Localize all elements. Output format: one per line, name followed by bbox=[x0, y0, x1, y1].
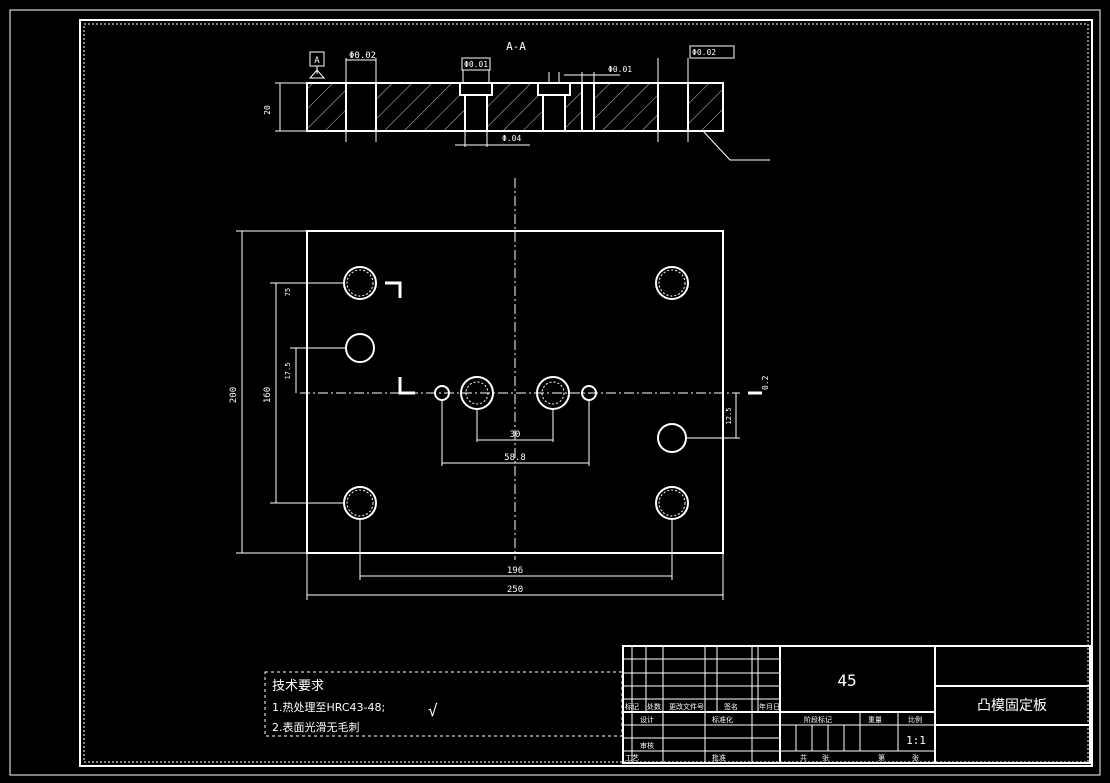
plan-view: 0.2 bbox=[229, 178, 770, 600]
svg-text:年月日: 年月日 bbox=[759, 702, 780, 711]
section-holes bbox=[345, 82, 689, 132]
section-callouts: Φ0.02 Φ0.01 Φ0.01 Φ0.02 Φ.04 20 bbox=[263, 45, 735, 146]
svg-text:Φ0.02: Φ0.02 bbox=[692, 48, 716, 57]
plan-plate bbox=[306, 230, 724, 554]
plan-dimensions bbox=[236, 230, 740, 600]
svg-text:30: 30 bbox=[510, 430, 521, 440]
svg-text:Φ0.01: Φ0.01 bbox=[464, 60, 488, 69]
svg-text:处数: 处数 bbox=[647, 702, 661, 711]
part-name: 凸模固定板 bbox=[977, 698, 1047, 714]
svg-text:200: 200 bbox=[229, 387, 239, 403]
svg-text:批准: 批准 bbox=[712, 753, 726, 762]
svg-text:A: A bbox=[314, 56, 320, 66]
title-block-text: 45 凸模固定板 1:1 标记 处数 更改文件号 签名 年月日 设计 标准化 审… bbox=[625, 671, 1047, 762]
scale-value: 1:1 bbox=[906, 734, 926, 747]
svg-text:更改文件号: 更改文件号 bbox=[669, 702, 704, 711]
svg-text:0.2: 0.2 bbox=[761, 375, 770, 390]
svg-text:20: 20 bbox=[263, 105, 272, 115]
svg-text:签名: 签名 bbox=[724, 702, 738, 711]
svg-text:Φ.04: Φ.04 bbox=[502, 134, 521, 143]
svg-text:重量: 重量 bbox=[868, 716, 882, 724]
tech-req-item-2: 2.表面光滑无毛刺 bbox=[272, 720, 360, 734]
material-value: 45 bbox=[837, 671, 856, 690]
svg-text:Φ0.02: Φ0.02 bbox=[349, 51, 376, 61]
svg-text:75: 75 bbox=[284, 288, 292, 296]
tech-req-item-1: 1.热处理至HRC43-48; bbox=[272, 701, 385, 714]
plan-dimension-text: 200 160 75 17.5 12.5 30 58.8 196 250 bbox=[229, 288, 733, 595]
datum-a: A bbox=[308, 51, 326, 79]
svg-text:张: 张 bbox=[912, 753, 919, 762]
svg-text:标准化: 标准化 bbox=[712, 715, 733, 724]
svg-text:58.8: 58.8 bbox=[504, 453, 526, 463]
surface-finish-symbol: √ bbox=[428, 701, 438, 720]
svg-text:12.5: 12.5 bbox=[725, 408, 733, 425]
svg-text:第: 第 bbox=[878, 753, 885, 762]
svg-text:共: 共 bbox=[800, 753, 807, 762]
tech-req-heading: 技术要求 bbox=[272, 679, 324, 694]
svg-text:196: 196 bbox=[507, 566, 523, 576]
title-block bbox=[622, 645, 1091, 764]
svg-text:阶段标记: 阶段标记 bbox=[804, 715, 832, 724]
svg-text:标记: 标记 bbox=[625, 702, 639, 711]
svg-text:工艺: 工艺 bbox=[625, 754, 639, 762]
section-cut-markers bbox=[385, 281, 762, 395]
svg-text:张: 张 bbox=[822, 753, 829, 762]
svg-text:比例: 比例 bbox=[908, 715, 922, 724]
svg-text:160: 160 bbox=[263, 387, 273, 403]
technical-requirements: 技术要求 1.热处理至HRC43-48; 2.表面光滑无毛刺 √ bbox=[264, 671, 623, 737]
svg-text:17.5: 17.5 bbox=[284, 363, 292, 380]
drawing-frame bbox=[9, 9, 1101, 776]
svg-text:审核: 审核 bbox=[640, 741, 654, 750]
section-title: A-A bbox=[506, 40, 526, 53]
svg-text:设计: 设计 bbox=[640, 715, 654, 724]
svg-text:250: 250 bbox=[507, 585, 523, 595]
svg-text:Φ0.01: Φ0.01 bbox=[608, 65, 632, 74]
section-view: A-A A bbox=[263, 40, 770, 161]
